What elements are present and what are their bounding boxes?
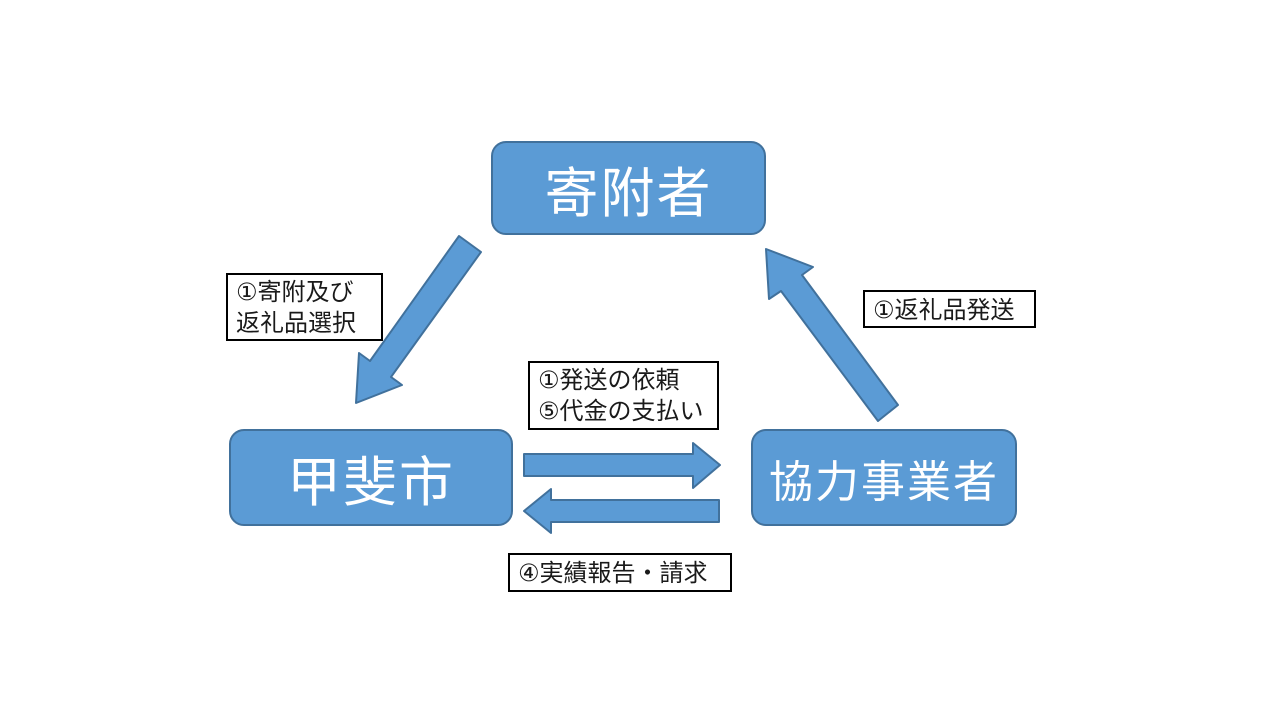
flow-label-report-billing: ④実績報告・請求	[508, 553, 732, 592]
node-partner: 協力事業者	[751, 429, 1017, 526]
flow-label-request-line1: ①発送の依頼	[538, 366, 680, 394]
arrow-partner-to-donor	[765, 248, 899, 422]
arrow-donor-to-city	[355, 235, 482, 404]
flow-label-donation-line2: 返礼品選択	[236, 309, 356, 337]
flow-label-request-line2: ⑤代金の支払い	[538, 397, 704, 425]
flow-label-request-payment: ①発送の依頼 ⑤代金の支払い	[528, 361, 719, 430]
node-city: 甲斐市	[229, 429, 513, 526]
flow-label-donation-line1: ①寄附及び	[236, 278, 354, 306]
arrow-partner-to-city	[523, 488, 720, 534]
flow-label-shipping: ①返礼品発送	[863, 290, 1036, 328]
arrow-city-to-partner	[523, 442, 721, 489]
node-donor: 寄附者	[491, 141, 766, 235]
flow-label-donation: ①寄附及び 返礼品選択	[226, 273, 383, 341]
